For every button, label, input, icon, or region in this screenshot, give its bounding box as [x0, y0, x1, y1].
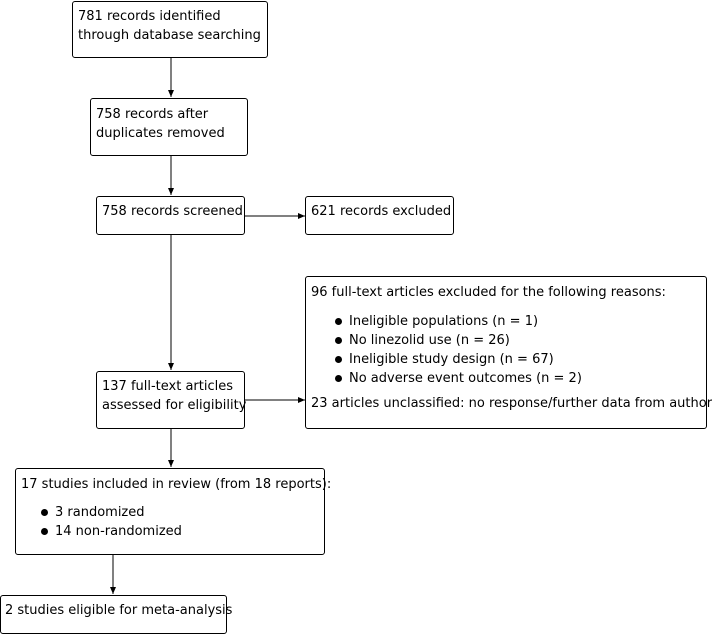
bullet-icon: [335, 318, 342, 325]
included-study-item: 14 non-randomized: [41, 522, 324, 541]
exclusion-reason-text: Ineligible populations (n = 1): [349, 314, 539, 329]
bullet-icon: [41, 509, 48, 516]
exclusion-reasons-list: Ineligible populations (n = 1) No linezo…: [335, 312, 706, 388]
exclusion-reason-item: Ineligible populations (n = 1): [335, 312, 706, 331]
unclassified-articles-text: 23 articles unclassified: no response/fu…: [311, 396, 712, 411]
duplicates-removed-line-2: duplicates removed: [96, 126, 225, 141]
duplicates-removed-box: 758 records after duplicates removed: [90, 98, 248, 156]
exclusion-reason-item: No linezolid use (n = 26): [335, 331, 706, 350]
fulltext-assessed-line-1: 137 full-text articles: [102, 379, 234, 394]
included-study-text: 3 randomized: [55, 505, 145, 520]
included-studies-list: 3 randomized 14 non-randomized: [41, 503, 324, 541]
records-screened-box: 758 records screened: [96, 196, 245, 235]
exclusion-reason-item: Ineligible study design (n = 67): [335, 350, 706, 369]
records-excluded-text: 621 records excluded: [311, 204, 452, 219]
included-study-text: 14 non-randomized: [55, 524, 182, 539]
fulltext-assessed-box: 137 full-text articles assessed for elig…: [96, 371, 247, 429]
duplicates-removed-line-1: 758 records after: [96, 107, 209, 122]
records-identified-line-2: through database searching: [78, 28, 261, 43]
records-identified-box: 781 records identified through database …: [72, 1, 268, 58]
fulltext-excluded-box: 96 full-text articles excluded for the f…: [305, 276, 712, 429]
fulltext-excluded-heading: 96 full-text articles excluded for the f…: [311, 285, 666, 300]
exclusion-reason-item: No adverse event outcomes (n = 2): [335, 369, 706, 388]
records-excluded-box: 621 records excluded: [305, 196, 454, 235]
studies-included-box: 17 studies included in review (from 18 r…: [15, 468, 332, 555]
exclusion-reason-text: Ineligible study design (n = 67): [349, 352, 554, 367]
included-study-item: 3 randomized: [41, 503, 324, 522]
bullet-icon: [335, 337, 342, 344]
bullet-icon: [335, 375, 342, 382]
exclusion-reason-text: No adverse event outcomes (n = 2): [349, 371, 582, 386]
bullet-icon: [335, 356, 342, 363]
fulltext-assessed-line-2: assessed for eligibility: [102, 398, 247, 413]
records-screened-text: 758 records screened: [102, 204, 243, 219]
meta-analysis-text: 2 studies eligible for meta-analysis: [5, 603, 233, 618]
records-identified-line-1: 781 records identified: [78, 9, 221, 24]
exclusion-reason-text: No linezolid use (n = 26): [349, 333, 510, 348]
studies-included-heading: 17 studies included in review (from 18 r…: [21, 477, 332, 492]
bullet-icon: [41, 528, 48, 535]
meta-analysis-box: 2 studies eligible for meta-analysis: [0, 595, 233, 634]
